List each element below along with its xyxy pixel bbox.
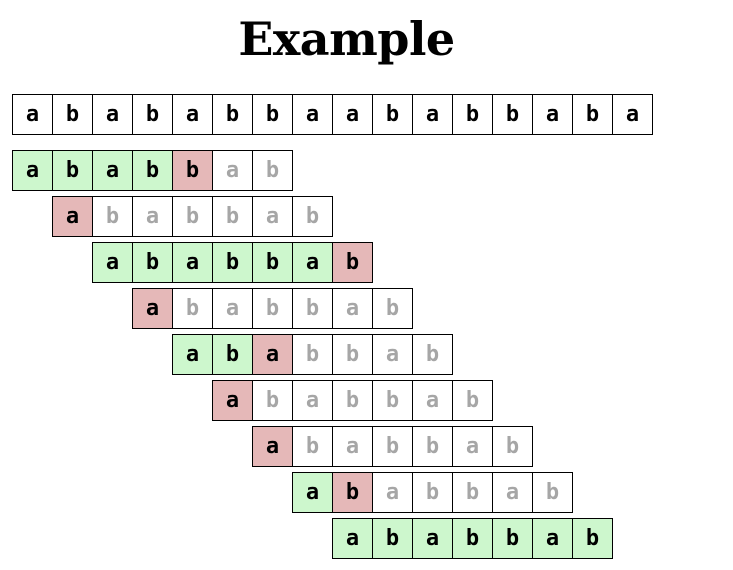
pattern-char-unchecked: b: [412, 472, 453, 513]
pattern-char-matched: a: [292, 242, 333, 283]
pattern-char-unchecked: a: [452, 426, 493, 467]
text-char-cell: b: [452, 94, 493, 135]
pattern-char-matched: b: [212, 242, 253, 283]
pattern-char-unchecked: a: [412, 380, 453, 421]
pattern-char-unchecked: b: [172, 288, 213, 329]
pattern-char-matched: b: [132, 242, 173, 283]
pattern-char-matched: a: [332, 518, 373, 559]
page-title: Example: [238, 12, 455, 66]
pattern-char-mismatch: a: [132, 288, 173, 329]
pattern-char-unchecked: b: [412, 334, 453, 375]
text-char-cell: a: [532, 94, 573, 135]
pattern-char-mismatch: a: [252, 334, 293, 375]
pattern-char-unchecked: b: [252, 380, 293, 421]
pattern-char-matched: a: [532, 518, 573, 559]
pattern-char-matched: a: [92, 150, 133, 191]
text-char-cell: a: [292, 94, 333, 135]
pattern-char-unchecked: a: [292, 380, 333, 421]
pattern-char-matched: a: [172, 334, 213, 375]
pattern-char-matched: a: [172, 242, 213, 283]
pattern-char-matched: b: [52, 150, 93, 191]
text-char-cell: a: [332, 94, 373, 135]
pattern-char-matched: a: [92, 242, 133, 283]
pattern-char-matched: b: [572, 518, 613, 559]
pattern-char-mismatch: b: [332, 472, 373, 513]
pattern-char-matched: b: [492, 518, 533, 559]
text-char-cell: b: [52, 94, 93, 135]
pattern-char-unchecked: b: [292, 196, 333, 237]
pattern-char-unchecked: b: [172, 196, 213, 237]
pattern-char-matched: b: [452, 518, 493, 559]
pattern-char-unchecked: b: [292, 426, 333, 467]
pattern-char-unchecked: b: [372, 380, 413, 421]
text-char-cell: b: [492, 94, 533, 135]
text-char-cell: b: [372, 94, 413, 135]
pattern-char-mismatch: b: [172, 150, 213, 191]
pattern-char-mismatch: b: [332, 242, 373, 283]
pattern-char-mismatch: a: [252, 426, 293, 467]
pattern-char-unchecked: b: [372, 426, 413, 467]
text-char-cell: a: [612, 94, 653, 135]
pattern-char-unchecked: b: [252, 150, 293, 191]
text-char-cell: a: [92, 94, 133, 135]
pattern-char-unchecked: b: [332, 334, 373, 375]
pattern-char-unchecked: a: [332, 426, 373, 467]
pattern-char-unchecked: a: [132, 196, 173, 237]
pattern-char-matched: a: [412, 518, 453, 559]
pattern-char-matched: a: [12, 150, 53, 191]
pattern-char-unchecked: a: [332, 288, 373, 329]
pattern-char-unchecked: b: [332, 380, 373, 421]
text-char-cell: a: [412, 94, 453, 135]
pattern-char-unchecked: b: [292, 334, 333, 375]
pattern-char-unchecked: b: [292, 288, 333, 329]
pattern-char-unchecked: b: [532, 472, 573, 513]
pattern-char-matched: b: [212, 334, 253, 375]
pattern-char-matched: b: [252, 242, 293, 283]
pattern-char-matched: b: [132, 150, 173, 191]
pattern-char-mismatch: a: [52, 196, 93, 237]
pattern-char-unchecked: a: [492, 472, 533, 513]
text-char-cell: a: [172, 94, 213, 135]
pattern-char-unchecked: a: [372, 334, 413, 375]
pattern-char-matched: a: [292, 472, 333, 513]
text-char-cell: b: [132, 94, 173, 135]
pattern-char-unchecked: a: [212, 150, 253, 191]
pattern-char-unchecked: a: [252, 196, 293, 237]
pattern-char-unchecked: b: [412, 426, 453, 467]
text-char-cell: a: [12, 94, 53, 135]
text-char-cell: b: [572, 94, 613, 135]
text-char-cell: b: [212, 94, 253, 135]
pattern-char-unchecked: b: [492, 426, 533, 467]
pattern-char-unchecked: a: [212, 288, 253, 329]
pattern-char-mismatch: a: [212, 380, 253, 421]
text-char-cell: b: [252, 94, 293, 135]
pattern-char-unchecked: b: [252, 288, 293, 329]
pattern-char-unchecked: b: [372, 288, 413, 329]
pattern-char-matched: b: [372, 518, 413, 559]
pattern-char-unchecked: b: [452, 380, 493, 421]
pattern-char-unchecked: b: [92, 196, 133, 237]
pattern-char-unchecked: b: [452, 472, 493, 513]
pattern-char-unchecked: b: [212, 196, 253, 237]
pattern-char-unchecked: a: [372, 472, 413, 513]
